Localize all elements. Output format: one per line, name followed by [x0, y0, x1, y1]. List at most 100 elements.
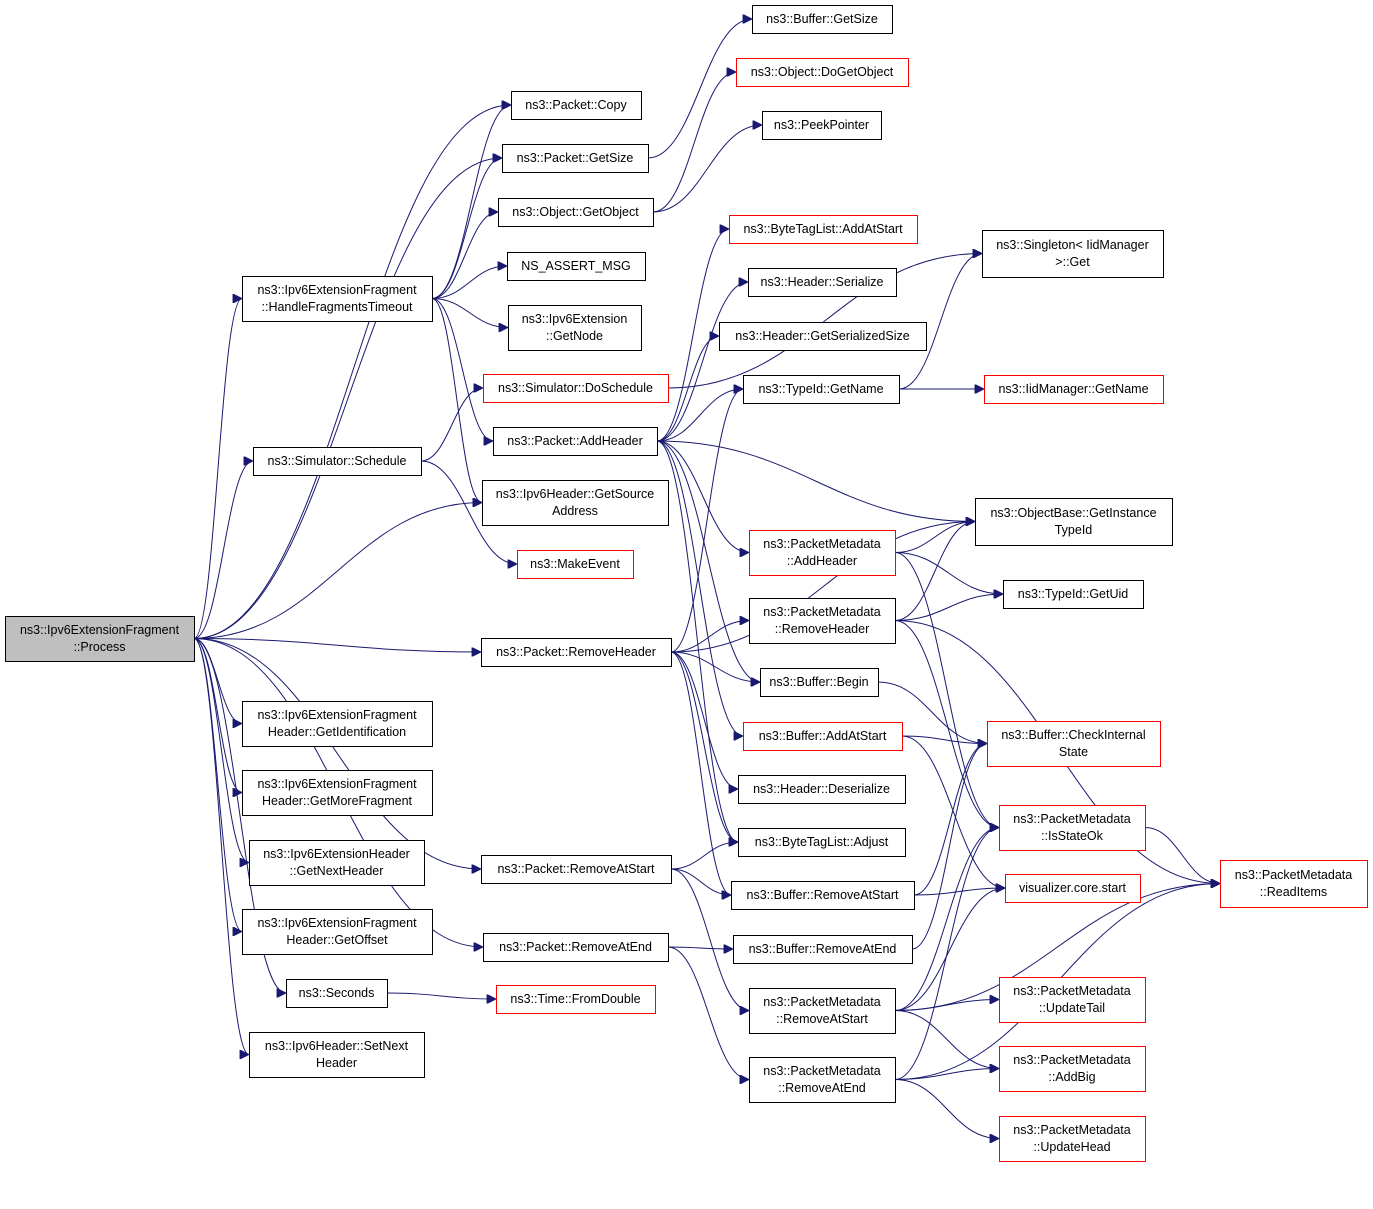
node-pm_removeatstart[interactable]: ns3::PacketMetadata::RemoveAtStart	[749, 988, 896, 1034]
edge-sim_doschedule-to-singleton	[667, 254, 982, 389]
node-buf_checkinternal-box	[987, 721, 1161, 767]
edge-process-to-ipv6h_setnext	[193, 638, 249, 1055]
node-hdr_deserialize[interactable]: ns3::Header::Deserialize	[738, 775, 906, 804]
node-frag_getoffset[interactable]: ns3::Ipv6ExtensionFragmentHeader::GetOff…	[242, 909, 433, 955]
node-pm_addheader-label-1: ::AddHeader	[787, 554, 857, 568]
node-pm_removeatend[interactable]: ns3::PacketMetadata::RemoveAtEnd	[749, 1057, 896, 1103]
edge-hft-to-pkt_getsize	[431, 158, 502, 299]
node-frag_getmore[interactable]: ns3::Ipv6ExtensionFragmentHeader::GetMor…	[242, 770, 433, 816]
node-sim_schedule[interactable]: ns3::Simulator::Schedule	[253, 447, 422, 476]
node-peekpointer[interactable]: ns3::PeekPointer	[762, 111, 882, 140]
node-pkt_getsize-label-0: ns3::Packet::GetSize	[517, 151, 634, 165]
node-process[interactable]: ns3::Ipv6ExtensionFragment::Process	[5, 616, 195, 662]
node-assert[interactable]: NS_ASSERT_MSG	[507, 252, 646, 281]
node-buf_addatstart-label-0: ns3::Buffer::AddAtStart	[759, 729, 887, 743]
node-buf_removeatstart-label-0: ns3::Buffer::RemoveAtStart	[747, 888, 899, 902]
node-frag_getoffset-label-1: Header::GetOffset	[286, 933, 388, 947]
node-makeevent[interactable]: ns3::MakeEvent	[517, 550, 634, 579]
node-frag_getid[interactable]: ns3::Ipv6ExtensionFragmentHeader::GetIde…	[242, 701, 433, 747]
node-pm_readitems[interactable]: ns3::PacketMetadata::ReadItems	[1220, 860, 1368, 908]
node-pkt_removeatstart[interactable]: ns3::Packet::RemoveAtStart	[481, 855, 672, 884]
node-pkt_removeatend[interactable]: ns3::Packet::RemoveAtEnd	[483, 933, 669, 962]
node-objbase-box	[975, 498, 1173, 546]
node-buf_addatstart[interactable]: ns3::Buffer::AddAtStart	[743, 722, 903, 751]
node-singleton-box	[982, 230, 1164, 278]
edge-pkt_removeatstart-to-buf_removeatstart	[670, 868, 731, 895]
node-exthdr_getnext[interactable]: ns3::Ipv6ExtensionHeader::GetNextHeader	[249, 840, 425, 886]
node-pm_removeheader-label-1: ::RemoveHeader	[775, 622, 870, 636]
node-hdr_getsersize[interactable]: ns3::Header::GetSerializedSize	[719, 322, 927, 351]
edge-pm_removeatstart-to-pm_addbig	[894, 1010, 999, 1069]
node-btl_addatstart[interactable]: ns3::ByteTagList::AddAtStart	[729, 215, 918, 244]
node-buf_begin[interactable]: ns3::Buffer::Begin	[760, 668, 879, 697]
edge-process-to-seconds	[193, 638, 286, 994]
edge-process-to-frag_getmore	[193, 638, 242, 793]
node-frag_getmore-box	[242, 770, 433, 816]
node-pm_isstateok[interactable]: ns3::PacketMetadata::IsStateOk	[999, 805, 1146, 851]
node-pm_readitems-label-0: ns3::PacketMetadata	[1235, 868, 1352, 882]
node-pkt_getsize[interactable]: ns3::Packet::GetSize	[502, 144, 649, 173]
node-pm_isstateok-label-0: ns3::PacketMetadata	[1013, 812, 1130, 826]
node-buf_addatstart-box	[743, 722, 903, 751]
node-sim_schedule-label-0: ns3::Simulator::Schedule	[268, 454, 407, 468]
node-hdr_serialize[interactable]: ns3::Header::Serialize	[748, 268, 897, 297]
edge-process-to-exthdr_getnext	[193, 638, 249, 863]
node-seconds-label-0: ns3::Seconds	[299, 986, 375, 1000]
node-frag_getid-box	[242, 701, 433, 747]
node-obj_getobject-label-0: ns3::Object::GetObject	[512, 205, 639, 219]
node-obj_getobject-box	[498, 198, 654, 227]
node-typeid_getuid[interactable]: ns3::TypeId::GetUid	[1003, 580, 1144, 609]
node-pkt_addheader-label-0: ns3::Packet::AddHeader	[507, 434, 643, 448]
node-viz_start[interactable]: visualizer.core.start	[1005, 874, 1141, 903]
node-pkt_removeheader[interactable]: ns3::Packet::RemoveHeader	[481, 638, 672, 667]
edge-pkt_removeheader-to-pm_removeheader	[670, 621, 749, 653]
node-pm_updatetail[interactable]: ns3::PacketMetadata::UpdateTail	[999, 977, 1146, 1023]
node-obj_dogetobject[interactable]: ns3::Object::DoGetObject	[736, 58, 909, 87]
edge-hft-to-ext_getnode	[431, 298, 508, 328]
node-pkt_getsize-box	[502, 144, 649, 173]
node-frag_getid-label-1: Header::GetIdentification	[268, 725, 406, 739]
node-pm_removeatend-box	[749, 1057, 896, 1103]
edge-pkt_addheader-to-hdr_serialize	[656, 282, 748, 442]
node-hdr_serialize-label-0: ns3::Header::Serialize	[761, 275, 884, 289]
node-ext_getnode[interactable]: ns3::Ipv6Extension::GetNode	[508, 305, 642, 351]
edge-pkt_removeatstart-to-btl_adjust	[670, 842, 738, 870]
node-hft[interactable]: ns3::Ipv6ExtensionFragment::HandleFragme…	[242, 276, 433, 322]
node-singleton-label-1: >::Get	[1055, 255, 1090, 269]
node-iid_getname[interactable]: ns3::IidManager::GetName	[984, 375, 1164, 404]
node-process-label-0: ns3::Ipv6ExtensionFragment	[20, 623, 180, 637]
edge-pm_addheader-to-pm_isstateok	[894, 552, 999, 828]
node-ipv6h_getsrc-label-0: ns3::Ipv6Header::GetSource	[496, 487, 654, 501]
node-buf_removeatend-box	[733, 935, 913, 964]
node-singleton[interactable]: ns3::Singleton< IidManager>::Get	[982, 230, 1164, 278]
node-obj_getobject[interactable]: ns3::Object::GetObject	[498, 198, 654, 227]
node-pm_removeheader[interactable]: ns3::PacketMetadata::RemoveHeader	[749, 598, 896, 644]
node-pm_addbig[interactable]: ns3::PacketMetadata::AddBig	[999, 1046, 1146, 1092]
node-pkt_addheader[interactable]: ns3::Packet::AddHeader	[493, 427, 658, 456]
node-btl_adjust[interactable]: ns3::ByteTagList::Adjust	[738, 828, 906, 857]
node-viz_start-box	[1005, 874, 1141, 903]
node-buf_removeatend[interactable]: ns3::Buffer::RemoveAtEnd	[733, 935, 913, 964]
node-sim_doschedule[interactable]: ns3::Simulator::DoSchedule	[483, 374, 669, 403]
node-seconds[interactable]: ns3::Seconds	[286, 979, 388, 1008]
node-pm_updatehead[interactable]: ns3::PacketMetadata::UpdateHead	[999, 1116, 1146, 1162]
node-buf_getsize[interactable]: ns3::Buffer::GetSize	[752, 5, 893, 34]
node-typeid_getname[interactable]: ns3::TypeId::GetName	[743, 375, 900, 404]
node-buf_removeatstart[interactable]: ns3::Buffer::RemoveAtStart	[731, 881, 915, 910]
edge-buf_addatstart-to-buf_checkinternal	[901, 735, 987, 744]
node-objbase-label-1: TypeId	[1055, 523, 1093, 537]
node-pm_addheader[interactable]: ns3::PacketMetadata::AddHeader	[749, 530, 896, 576]
node-time_fromdouble[interactable]: ns3::Time::FromDouble	[496, 985, 656, 1014]
edge-sim_schedule-to-makeevent	[420, 460, 517, 564]
node-exthdr_getnext-box	[249, 840, 425, 886]
node-pkt_copy[interactable]: ns3::Packet::Copy	[511, 91, 642, 120]
node-sim_doschedule-label-0: ns3::Simulator::DoSchedule	[498, 381, 653, 395]
node-buf_checkinternal-label-1: State	[1059, 745, 1088, 759]
edge-pkt_removeheader-to-typeid_getname	[670, 389, 743, 653]
node-pm_addheader-label-0: ns3::PacketMetadata	[763, 537, 880, 551]
node-assert-label-0: NS_ASSERT_MSG	[521, 259, 631, 273]
